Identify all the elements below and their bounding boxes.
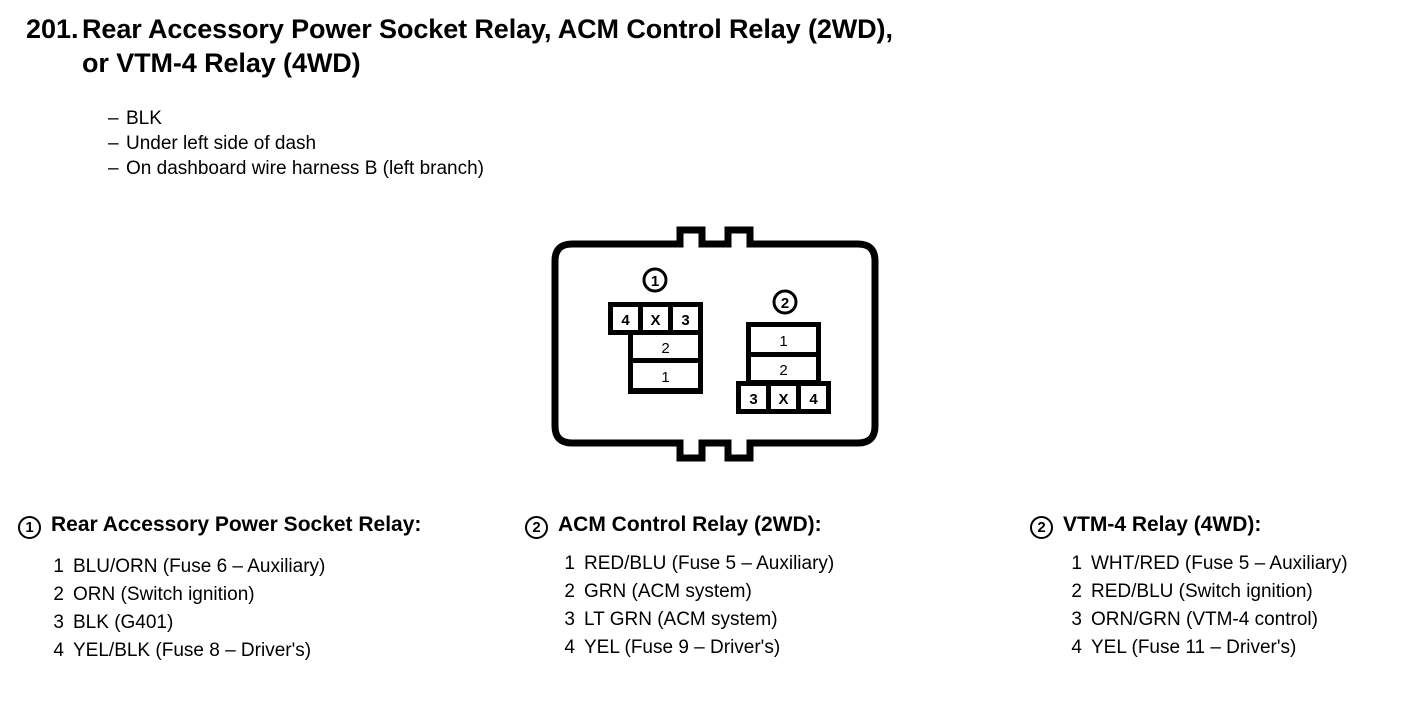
section-number: 201.: [26, 14, 79, 44]
connector-1-pin-cell-x: [643, 307, 668, 330]
pin-description: YEL (Fuse 9 – Driver's): [584, 637, 781, 658]
connector-2-marker-label: 2: [781, 295, 789, 312]
pin-number: 2: [564, 581, 575, 602]
pin-row: 1 WHT/RED (Fuse 5 – Auxiliary): [1058, 550, 1408, 578]
pin-row: 4 YEL (Fuse 11 – Driver's): [1058, 634, 1408, 662]
section-title-line-2: or VTM-4 Relay (4WD): [82, 48, 361, 78]
pin-number: 2: [53, 584, 64, 605]
list-item-text: BLK: [126, 108, 162, 129]
pin-description: GRN (ACM system): [584, 581, 752, 602]
pin-row: 1 RED/BLU (Fuse 5 – Auxiliary): [551, 550, 1025, 578]
pin-row: 3 LT GRN (ACM system): [551, 606, 1025, 634]
pin-row: 2 ORN (Switch ignition): [40, 581, 508, 609]
list-item-text: On dashboard wire harness B (left branch…: [126, 158, 485, 179]
connector-2-pin-label-3: 3: [749, 391, 757, 408]
pin-row: 3 ORN/GRN (VTM-4 control): [1058, 606, 1408, 634]
pin-row: 4 YEL (Fuse 9 – Driver's): [551, 634, 1025, 662]
dash-bullet-icon: –: [108, 158, 119, 179]
list-item: – Under left side of dash: [108, 131, 484, 156]
legend-marker-circle: 1: [18, 516, 41, 539]
connector-2-pin-label-1: 1: [779, 333, 787, 350]
legend-title: Rear Accessory Power Socket Relay:: [51, 513, 422, 536]
pin-number: 1: [53, 556, 64, 577]
connector-1-pin-label-x: X: [650, 312, 660, 329]
pin-description: YEL/BLK (Fuse 8 – Driver's): [73, 640, 312, 661]
connector-1-group: 1 4 X 3 2 1: [608, 267, 703, 394]
connector-1-pin-cell-1: [633, 363, 698, 388]
pin-number: 3: [53, 612, 64, 633]
pin-number: 4: [1071, 637, 1082, 658]
connector-2-pin-cell-1: [751, 327, 816, 352]
pin-row: 4 YEL/BLK (Fuse 8 – Driver's): [40, 637, 508, 665]
connector-1-pin-label-1: 1: [661, 369, 669, 386]
dash-bullet-icon: –: [108, 133, 119, 154]
pin-number: 1: [564, 553, 575, 574]
relay-connector-diagram: 1 4 X 3 2 1 2 1 2: [550, 222, 890, 477]
connector-1-pin-cell-3: [673, 307, 698, 330]
pin-description: YEL (Fuse 11 – Driver's): [1091, 637, 1297, 658]
pin-description: RED/BLU (Switch ignition): [1091, 581, 1313, 602]
dash-bullet-icon: –: [108, 108, 119, 129]
legend-header: 2 ACM Control Relay (2WD):: [525, 512, 1025, 539]
pin-description: BLK (G401): [73, 612, 174, 633]
pin-row: 1 BLU/ORN (Fuse 6 – Auxiliary): [40, 553, 508, 581]
legend-column-rear-accessory-power-socket-relay: 1 Rear Accessory Power Socket Relay: 1 B…: [18, 512, 508, 665]
connector-1-pin-label-3: 3: [681, 312, 689, 329]
connector-2-pin-label-4: 4: [809, 391, 818, 408]
list-item: – BLK: [108, 106, 484, 131]
connector-1-pin-label-2: 2: [661, 340, 669, 357]
connector-1-marker-circle: [642, 267, 668, 293]
pin-number: 2: [1071, 581, 1082, 602]
pin-number: 3: [564, 609, 575, 630]
legend-marker-circle: 2: [525, 516, 548, 539]
connector-2-pin-cell-2: [751, 357, 816, 380]
connector-2-pin-label-x: X: [778, 391, 788, 408]
page-title: 201. Rear Accessory Power Socket Relay, …: [26, 12, 1366, 80]
connector-2-marker-circle: [772, 289, 798, 315]
pin-description: BLU/ORN (Fuse 6 – Auxiliary): [73, 556, 326, 577]
pin-list: 1 RED/BLU (Fuse 5 – Auxiliary) 2 GRN (AC…: [551, 550, 1025, 662]
connector-outline-svg: 1 4 X 3 2 1 2 1 2: [551, 226, 879, 462]
pin-list: 1 WHT/RED (Fuse 5 – Auxiliary) 2 RED/BLU…: [1058, 550, 1408, 662]
legend-column-vtm4-relay-4wd: 2 VTM-4 Relay (4WD): 1 WHT/RED (Fuse 5 –…: [1030, 512, 1408, 662]
legend-marker-circle: 2: [1030, 516, 1053, 539]
pin-description: ORN/GRN (VTM-4 control): [1091, 609, 1318, 630]
list-item-text: Under left side of dash: [126, 133, 317, 154]
pin-description: RED/BLU (Fuse 5 – Auxiliary): [584, 553, 835, 574]
pin-number: 4: [564, 637, 575, 658]
pin-number: 4: [53, 640, 64, 661]
connector-2-group: 2 1 2 3 X 4: [736, 289, 831, 414]
connector-1-pin-cell-2: [633, 335, 698, 358]
pin-number: 1: [1071, 553, 1082, 574]
connector-2-pin-cell-4: [801, 386, 826, 409]
pin-row: 2 GRN (ACM system): [551, 578, 1025, 606]
pin-list: 1 BLU/ORN (Fuse 6 – Auxiliary) 2 ORN (Sw…: [40, 553, 508, 665]
connector-2-pin-cell-3: [741, 386, 766, 409]
legend-title: VTM-4 Relay (4WD):: [1063, 513, 1262, 536]
connector-body-outline: [551, 226, 879, 462]
pin-description: WHT/RED (Fuse 5 – Auxiliary): [1091, 553, 1348, 574]
legend-column-acm-control-relay-2wd: 2 ACM Control Relay (2WD): 1 RED/BLU (Fu…: [525, 512, 1025, 662]
pin-row: 2 RED/BLU (Switch ignition): [1058, 578, 1408, 606]
pin-description: ORN (Switch ignition): [73, 584, 255, 605]
legend-title: ACM Control Relay (2WD):: [558, 513, 822, 536]
pin-description: LT GRN (ACM system): [584, 609, 778, 630]
connector-2-pin-cell-x: [771, 386, 796, 409]
connector-2-pin-label-2: 2: [779, 362, 787, 379]
connector-1-pin-cell-4: [613, 307, 638, 330]
detail-list: – BLK – Under left side of dash – On das…: [108, 106, 484, 181]
pin-row: 3 BLK (G401): [40, 609, 508, 637]
legend-header: 1 Rear Accessory Power Socket Relay:: [18, 512, 508, 539]
pin-number: 3: [1071, 609, 1082, 630]
section-title-line-1: Rear Accessory Power Socket Relay, ACM C…: [82, 14, 893, 44]
connector-1-pin-label-4: 4: [621, 312, 630, 329]
connector-1-marker-label: 1: [651, 273, 659, 290]
legend-header: 2 VTM-4 Relay (4WD):: [1030, 512, 1408, 539]
list-item: – On dashboard wire harness B (left bran…: [108, 156, 484, 181]
